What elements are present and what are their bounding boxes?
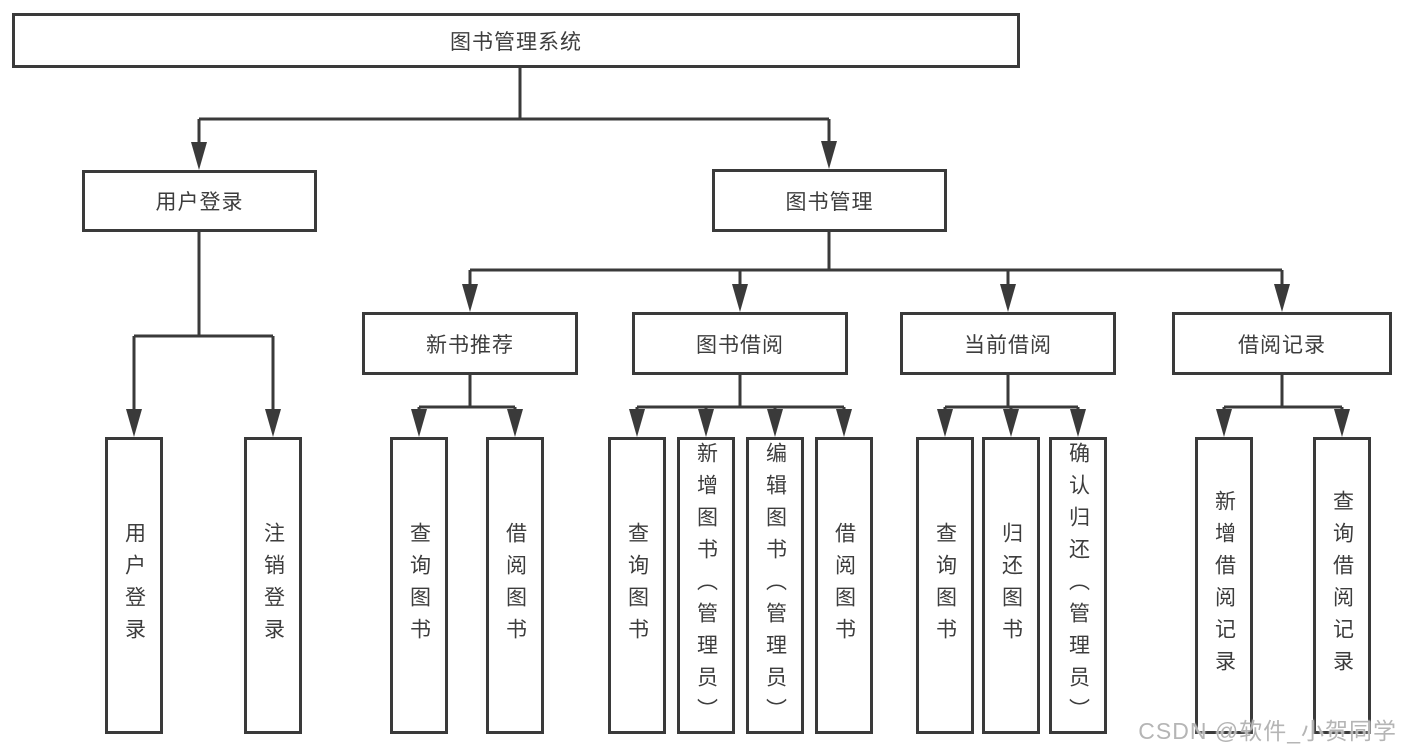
- node-current-borrowing-label: 当前借阅: [964, 333, 1052, 357]
- leaf-query-books-borrowing: 查询图书: [608, 437, 666, 734]
- node-new-book-recommendation-label: 新书推荐: [426, 333, 514, 357]
- leaf-confirm-return-admin: 确认归还（管理员）: [1049, 437, 1107, 734]
- leaf-edit-books-admin-label: 编辑图书（管理员）: [763, 441, 787, 730]
- leaf-borrow-books-recommend: 借阅图书: [486, 437, 544, 734]
- node-new-book-recommendation: 新书推荐: [362, 312, 578, 375]
- leaf-logout: 注销登录: [244, 437, 302, 734]
- node-book-management-label: 图书管理: [785, 190, 874, 214]
- leaf-add-books-admin: 新增图书（管理员）: [677, 437, 735, 734]
- node-library-system-label: 图书管理系统: [450, 30, 582, 54]
- leaf-query-books-current-label: 查询图书: [933, 521, 957, 650]
- node-book-borrowing-label: 图书借阅: [696, 333, 784, 357]
- leaf-add-borrow-record: 新增借阅记录: [1195, 437, 1253, 734]
- leaf-logout-label: 注销登录: [261, 521, 285, 650]
- node-borrowing-records-label: 借阅记录: [1238, 333, 1326, 357]
- csdn-watermark: CSDN @软件_小贺同学: [1138, 718, 1397, 744]
- leaf-query-books-recommend-label: 查询图书: [407, 521, 431, 650]
- node-book-borrowing: 图书借阅: [632, 312, 848, 375]
- leaf-confirm-return-admin-label: 确认归还（管理员）: [1066, 441, 1090, 730]
- leaf-user-login: 用户登录: [105, 437, 163, 734]
- arrowheads: [126, 141, 1350, 437]
- leaf-borrow-books-borrowing: 借阅图书: [815, 437, 873, 734]
- node-user-login-label: 用户登录: [155, 191, 244, 214]
- leaf-edit-books-admin: 编辑图书（管理员）: [746, 437, 804, 734]
- leaf-add-borrow-record-label: 新增借阅记录: [1212, 489, 1236, 682]
- leaf-borrow-books-recommend-label: 借阅图书: [503, 521, 527, 650]
- node-book-management: 图书管理: [712, 169, 947, 232]
- node-library-system: 图书管理系统: [12, 13, 1020, 68]
- leaf-borrow-books-borrowing-label: 借阅图书: [832, 521, 856, 650]
- leaf-query-books-current: 查询图书: [916, 437, 974, 734]
- leaf-query-books-recommend: 查询图书: [390, 437, 448, 734]
- leaf-user-login-label: 用户登录: [122, 521, 146, 650]
- leaf-return-books-label: 归还图书: [999, 521, 1023, 650]
- node-user-login: 用户登录: [82, 170, 317, 232]
- leaf-query-borrow-record: 查询借阅记录: [1313, 437, 1371, 734]
- leaf-add-books-admin-label: 新增图书（管理员）: [694, 441, 718, 730]
- leaf-return-books: 归还图书: [982, 437, 1040, 734]
- node-current-borrowing: 当前借阅: [900, 312, 1116, 375]
- leaf-query-borrow-record-label: 查询借阅记录: [1330, 489, 1354, 682]
- leaf-query-books-borrowing-label: 查询图书: [625, 521, 649, 650]
- node-borrowing-records: 借阅记录: [1172, 312, 1392, 375]
